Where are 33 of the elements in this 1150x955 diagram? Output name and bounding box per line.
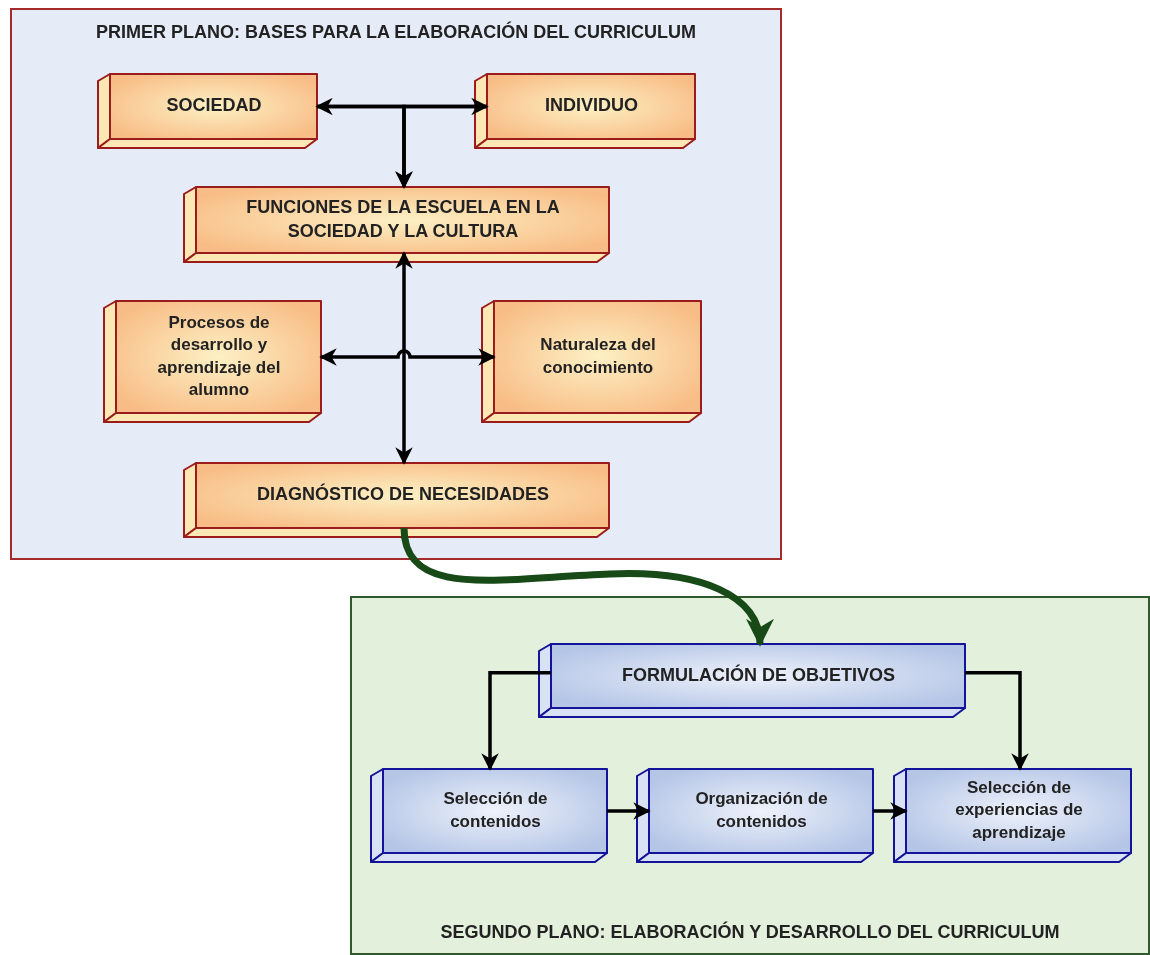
panel-heading: PRIMER PLANO: BASES PARA LA ELABORACIÓN DEL CURRICULUM	[95, 22, 697, 43]
arrow	[315, 97, 489, 116]
curved-arrow	[400, 527, 772, 647]
process-box	[636, 768, 874, 863]
process-box	[183, 186, 610, 263]
process-box	[97, 73, 318, 149]
box-label: Selección de contenidos	[442, 788, 549, 833]
arrow	[607, 802, 651, 820]
process-box	[183, 462, 610, 538]
box-label: Procesos de desarrollo y aprendizaje del alumno	[156, 312, 282, 401]
process-box	[474, 73, 696, 149]
box-label: Organización de contenidos	[694, 788, 829, 833]
box-label: INDIVIDUO	[545, 94, 638, 118]
process-box	[103, 300, 322, 423]
box-label: FUNCIONES DE LA ESCUELA EN LA SOCIEDAD Y LA CULTURA	[245, 196, 561, 243]
process-box	[538, 643, 966, 718]
process-box	[893, 768, 1132, 863]
box-label: FORMULACIÓN DE OBJETIVOS	[622, 663, 895, 687]
process-box	[481, 300, 702, 423]
arrow	[481, 671, 551, 771]
arrow	[873, 802, 908, 820]
process-box	[370, 768, 608, 863]
arrow	[965, 671, 1029, 771]
panel-heading: SEGUNDO PLANO: ELABORACIÓN Y DESARROLLO DEL CURRICULUM	[439, 922, 1061, 943]
arrow	[319, 348, 496, 366]
box-label: Naturaleza del conocimiento	[539, 334, 657, 379]
arrow	[395, 104, 487, 189]
arrow	[395, 251, 413, 465]
plane-panel	[10, 8, 782, 560]
box-label: DIAGNÓSTICO DE NECESIDADES	[256, 483, 549, 507]
plane-panel	[350, 596, 1150, 955]
box-label: Selección de experiencias de aprendizaje	[954, 777, 1084, 844]
box-label: SOCIEDAD	[166, 94, 262, 118]
